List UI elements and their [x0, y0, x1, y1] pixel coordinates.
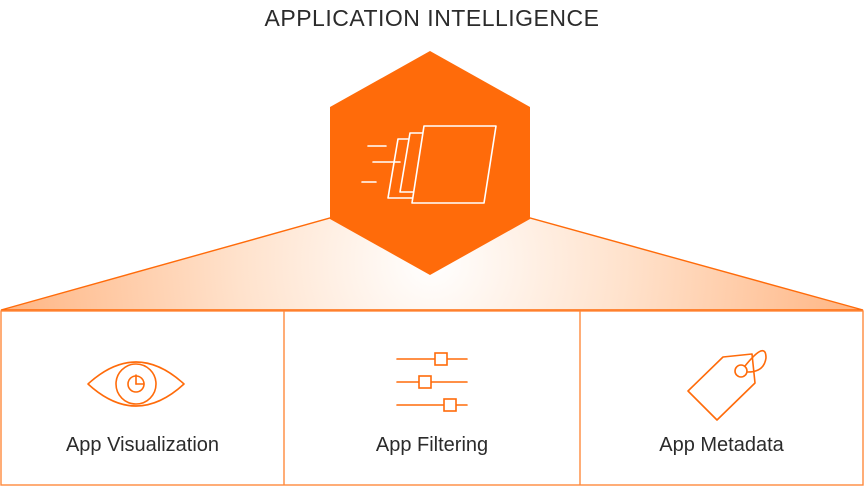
tag-icon	[687, 349, 767, 421]
page-title: APPLICATION INTELLIGENCE	[264, 5, 600, 31]
motion-cards-icon	[361, 125, 497, 204]
pillar-label-metadata: App Metadata	[659, 434, 784, 456]
pillar-label-filtering: App Filtering	[375, 434, 489, 456]
sliders-icon	[396, 352, 468, 412]
pillar-grid	[0, 310, 864, 486]
pillar-label-visualization: App Visualization	[65, 434, 220, 456]
eye-icon	[87, 361, 185, 407]
